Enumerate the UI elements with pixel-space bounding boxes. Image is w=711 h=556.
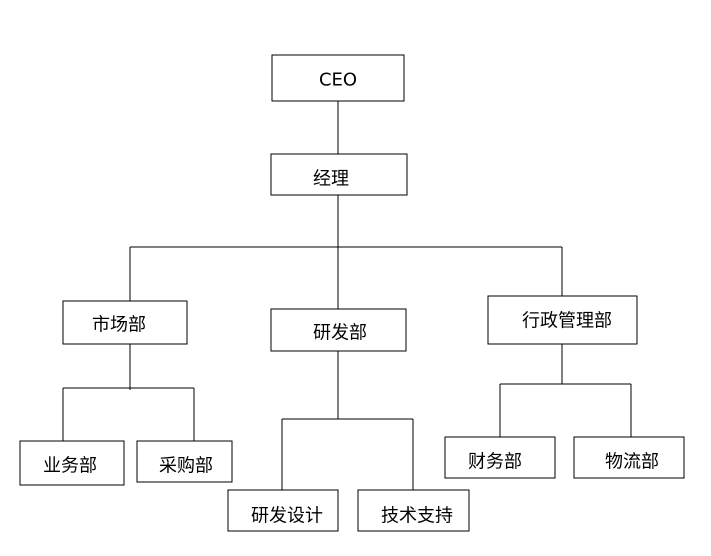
- node-logistics: 物流部: [573, 436, 685, 479]
- node-finance: 财务部: [444, 436, 556, 479]
- node-tech-support: 技术支持: [357, 489, 470, 532]
- connectors: [62, 101, 632, 490]
- node-rnd: 研发部: [270, 308, 407, 352]
- node-rnd-label: 研发部: [313, 323, 367, 344]
- node-logistics-label: 物流部: [605, 452, 659, 473]
- node-tech-support-label: 技术支持: [381, 506, 453, 527]
- node-manager: 经理: [270, 153, 408, 196]
- node-rnd-design-label: 研发设计: [251, 506, 323, 527]
- node-sales-label: 业务部: [43, 456, 97, 477]
- node-admin: 行政管理部: [487, 295, 638, 345]
- node-rnd-design: 研发设计: [227, 489, 339, 532]
- node-marketing: 市场部: [62, 300, 188, 345]
- node-finance-label: 财务部: [468, 452, 522, 473]
- node-sales: 业务部: [19, 440, 125, 486]
- node-ceo-label: CEO: [319, 70, 357, 91]
- node-admin-label: 行政管理部: [522, 311, 612, 332]
- node-marketing-label: 市场部: [92, 315, 146, 336]
- node-manager-label: 经理: [313, 169, 349, 190]
- node-purchasing: 采购部: [136, 440, 233, 483]
- node-purchasing-label: 采购部: [159, 456, 213, 477]
- node-ceo: CEO: [271, 54, 405, 102]
